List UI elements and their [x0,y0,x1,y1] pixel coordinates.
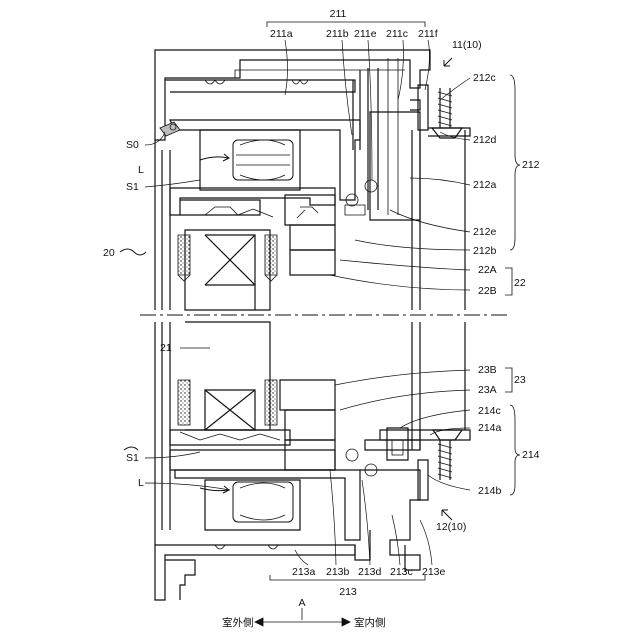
label-S1-lower: S1 [126,452,139,464]
upper-inner-frame [155,85,470,310]
label-214b: 214b [478,485,502,497]
label-212d: 212d [473,134,497,146]
label-211a: 211a [270,28,293,40]
label-214: 214 [522,449,540,461]
label-213: 213 [339,586,357,598]
label-211f: 211f [418,28,438,40]
label-211b: 211b [326,28,349,40]
label-212a: 212a [473,179,497,191]
label-L-lower: L [138,477,144,489]
label-12: 12(10) [436,521,466,533]
label-213c: 213c [390,566,413,578]
label-S0: S0 [126,139,139,151]
label-L-upper: L [138,164,144,176]
label-20: 20 [103,247,115,259]
label-212b: 212b [473,245,497,257]
label-22: 22 [514,277,526,289]
label-212e: 212e [473,226,497,238]
label-211e: 211e [354,28,377,40]
leader-lines [145,40,470,565]
upper-frame-211 [155,22,430,215]
label-outdoor: 室外側 [222,616,254,629]
label-214a: 214a [478,422,502,434]
label-22A: 22A [478,264,497,276]
label-213e: 213e [422,566,446,578]
label-213b: 213b [326,566,350,578]
label-21: 21 [160,342,172,354]
label-23B: 23B [478,364,497,376]
label-A: A [298,597,305,609]
label-22B: 22B [478,285,497,297]
label-213a: 213a [292,566,316,578]
label-S1-upper: S1 [126,181,139,193]
label-23: 23 [514,374,526,386]
labels: 211 211a 211b 211e 211c 211f 11(10) 212c… [103,8,540,629]
bracket-212 [255,75,520,626]
label-23A: 23A [478,384,497,396]
glass-unit-lower [178,322,277,430]
glass-unit-upper [178,230,277,310]
label-indoor: 室内側 [354,616,386,629]
label-212c: 212c [473,72,496,84]
label-211c: 211c [386,28,408,40]
label-212: 212 [522,159,540,171]
label-211: 211 [330,8,347,20]
label-214c: 214c [478,405,501,417]
label-213d: 213d [358,566,382,578]
label-11: 11(10) [452,39,482,51]
lower-frame-213 [155,322,470,600]
